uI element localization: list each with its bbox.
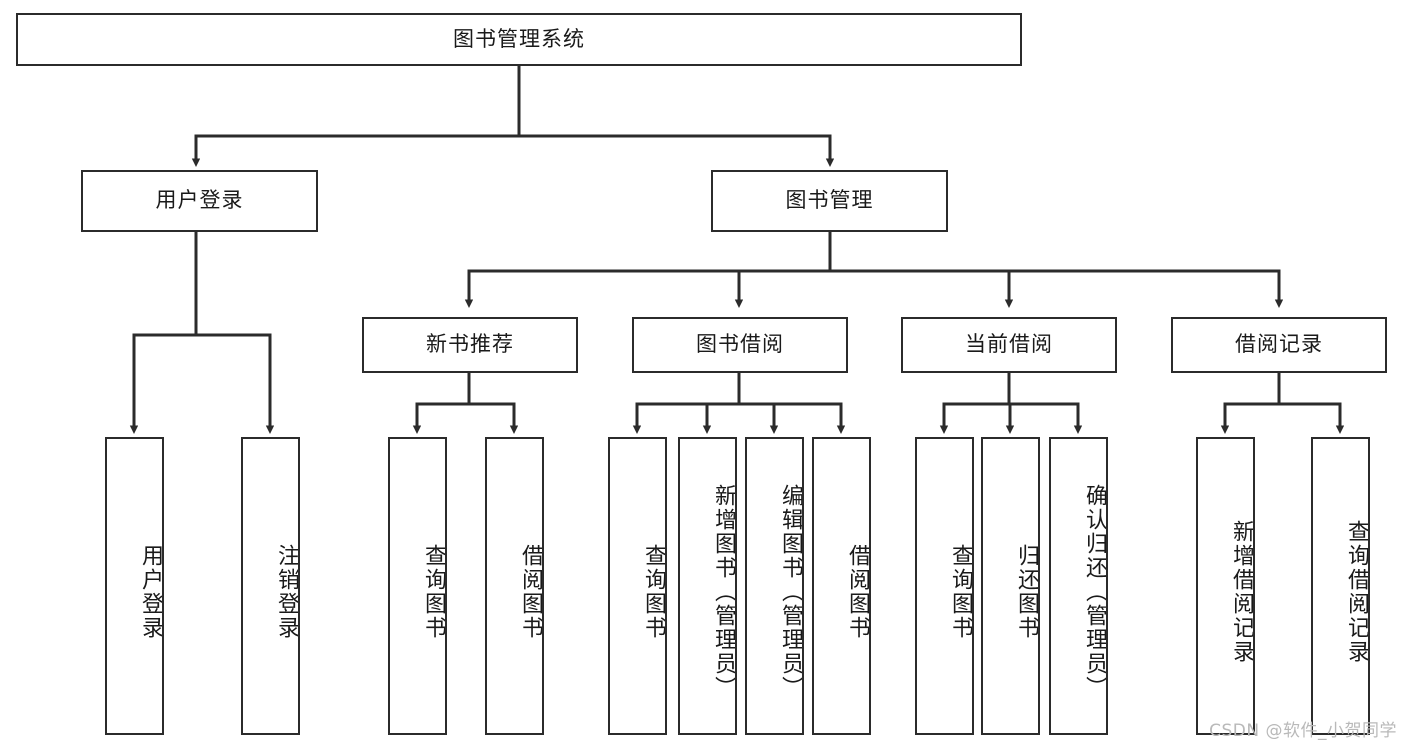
- node-current-borrow-label: 当前借阅: [965, 332, 1053, 357]
- leaf-borrow-record-query[interactable]: 查询借阅记录: [1311, 437, 1370, 735]
- node-book-management-label: 图书管理: [785, 188, 874, 213]
- leaf-new-book-borrow[interactable]: 借阅图书: [485, 437, 544, 735]
- leaf-book-borrow-add-label: 新增图书（管理员）: [711, 484, 736, 700]
- leaf-current-borrow-query[interactable]: 查询图书: [915, 437, 974, 735]
- node-root-system-label: 图书管理系统: [453, 26, 585, 51]
- node-new-book-recommend-label: 新书推荐: [426, 332, 514, 357]
- leaf-borrow-record-add[interactable]: 新增借阅记录: [1196, 437, 1255, 735]
- node-user-login-label: 用户登录: [155, 188, 244, 213]
- leaf-current-borrow-return-label: 归还图书: [1014, 544, 1039, 640]
- leaf-book-borrow-query[interactable]: 查询图书: [608, 437, 667, 735]
- leaf-current-borrow-confirm-return[interactable]: 确认归还（管理员）: [1049, 437, 1108, 735]
- leaf-user-login-login-label: 用户登录: [138, 544, 163, 640]
- leaf-current-borrow-return[interactable]: 归还图书: [981, 437, 1040, 735]
- leaf-borrow-record-query-label: 查询借阅记录: [1344, 520, 1369, 664]
- node-borrow-record-label: 借阅记录: [1235, 332, 1323, 357]
- node-root-system[interactable]: 图书管理系统: [16, 13, 1022, 66]
- leaf-user-login-logout[interactable]: 注销登录: [241, 437, 300, 735]
- leaf-new-book-query-label: 查询图书: [421, 544, 446, 640]
- leaf-new-book-borrow-label: 借阅图书: [518, 544, 543, 640]
- node-current-borrow[interactable]: 当前借阅: [901, 317, 1117, 373]
- leaf-current-borrow-confirm-return-label: 确认归还（管理员）: [1082, 484, 1107, 700]
- leaf-book-borrow-borrow-label: 借阅图书: [845, 544, 870, 640]
- node-borrow-record[interactable]: 借阅记录: [1171, 317, 1387, 373]
- leaf-book-borrow-edit-label: 编辑图书（管理员）: [778, 484, 803, 700]
- leaf-book-borrow-query-label: 查询图书: [641, 544, 666, 640]
- node-user-login[interactable]: 用户登录: [81, 170, 318, 232]
- node-book-management[interactable]: 图书管理: [711, 170, 948, 232]
- leaf-book-borrow-borrow[interactable]: 借阅图书: [812, 437, 871, 735]
- leaf-book-borrow-edit[interactable]: 编辑图书（管理员）: [745, 437, 804, 735]
- leaf-user-login-login[interactable]: 用户登录: [105, 437, 164, 735]
- leaf-book-borrow-add[interactable]: 新增图书（管理员）: [678, 437, 737, 735]
- node-book-borrow-label: 图书借阅: [696, 332, 784, 357]
- leaf-user-login-logout-label: 注销登录: [274, 544, 299, 640]
- leaf-borrow-record-add-label: 新增借阅记录: [1229, 520, 1254, 664]
- leaf-current-borrow-query-label: 查询图书: [948, 544, 973, 640]
- node-book-borrow[interactable]: 图书借阅: [632, 317, 848, 373]
- node-new-book-recommend[interactable]: 新书推荐: [362, 317, 578, 373]
- leaf-new-book-query[interactable]: 查询图书: [388, 437, 447, 735]
